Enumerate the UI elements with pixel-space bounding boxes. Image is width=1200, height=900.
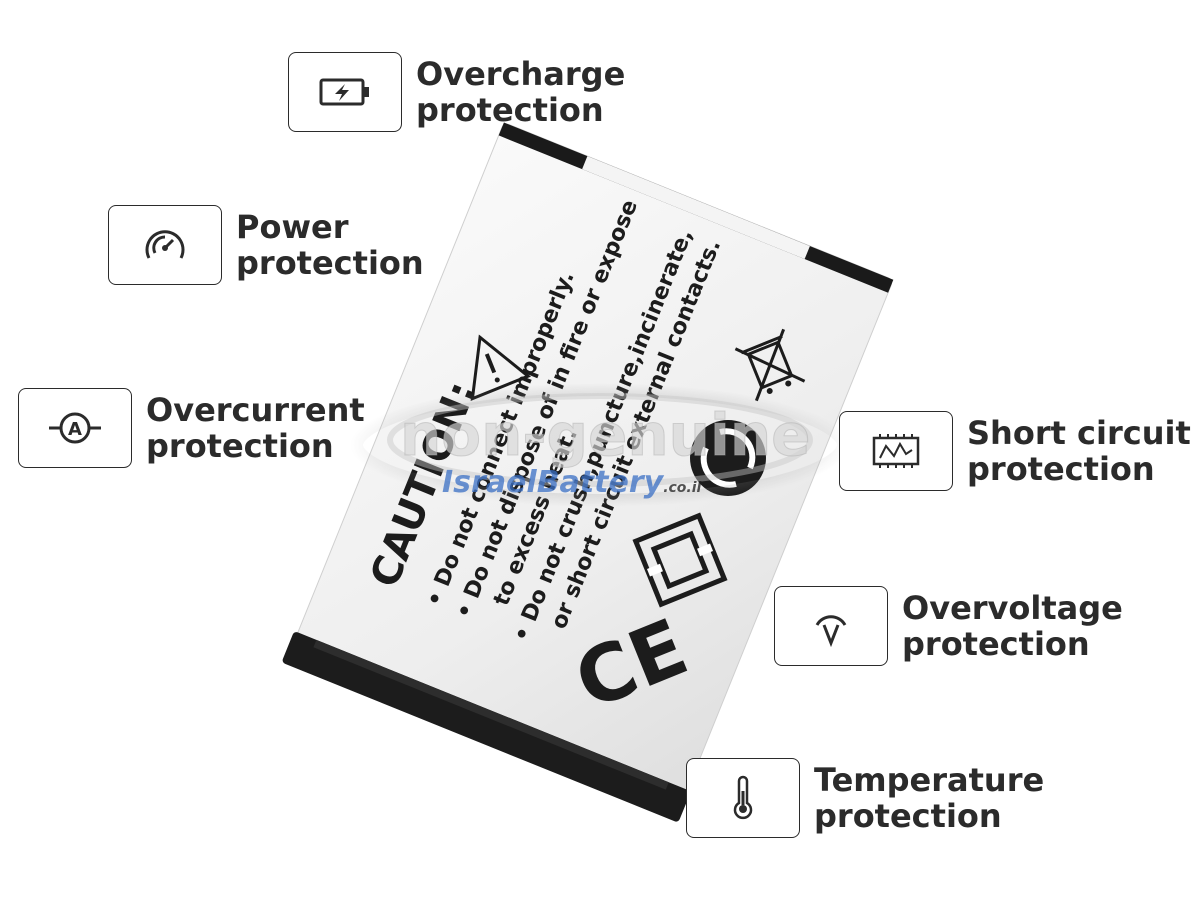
- feature-overcharge-label: Overcharge protection: [416, 55, 626, 129]
- svg-text:A: A: [68, 419, 82, 440]
- warning-triangle-icon: [470, 334, 531, 401]
- watermark-swirl: [337, 370, 863, 520]
- watermark-non-genuine: non-genuine: [400, 401, 810, 469]
- recycle-circle-icon: [690, 420, 766, 496]
- circuit-board-icon: [839, 411, 953, 491]
- feature-shortcircuit-label: Short circuit protection: [967, 414, 1191, 488]
- caution-heading: CAUTION:: [362, 375, 486, 594]
- caution-line-2: • Do not dispose of in fire or expose: [452, 196, 643, 622]
- crossed-bin-icon: [734, 328, 806, 402]
- feature-shortcircuit: Short circuit protection: [839, 411, 1191, 491]
- ammeter-icon: A: [18, 388, 132, 468]
- feature-power: Power protection: [108, 205, 424, 285]
- feature-temperature-label: Temperature protection: [814, 761, 1045, 835]
- feature-overvoltage: Overvoltage protection: [774, 586, 1123, 666]
- watermark-brand-name: IsraelBattery: [442, 465, 665, 500]
- gauge-icon: [108, 205, 222, 285]
- caution-line-4: • Do not crush,puncture,incinerate,: [509, 226, 698, 646]
- battery-top-cap: [498, 122, 894, 293]
- watermark-brand-suffix: .co.il: [663, 480, 701, 496]
- recycle-square-icon: [632, 512, 728, 608]
- voltage-icon: [774, 586, 888, 666]
- caution-line-3: to excess heat.: [489, 425, 583, 609]
- caution-line-5: or short circuit external contacts.: [547, 236, 727, 633]
- feature-overcurrent: A Overcurrent protection: [18, 388, 365, 468]
- feature-temperature: Temperature protection: [686, 758, 1044, 838]
- thermometer-icon: [686, 758, 800, 838]
- battery-charge-icon: [288, 52, 402, 132]
- ce-mark: CE: [563, 603, 699, 728]
- feature-power-label: Power protection: [236, 208, 424, 282]
- battery-bottom-cap: [282, 632, 690, 822]
- watermark-brand: IsraelBattery.co.il: [442, 465, 702, 500]
- feature-overcharge: Overcharge protection: [288, 52, 625, 132]
- feature-overcurrent-label: Overcurrent protection: [146, 391, 365, 465]
- caution-line-1: • Do not connect improperly.: [422, 268, 580, 610]
- feature-overvoltage-label: Overvoltage protection: [902, 589, 1123, 663]
